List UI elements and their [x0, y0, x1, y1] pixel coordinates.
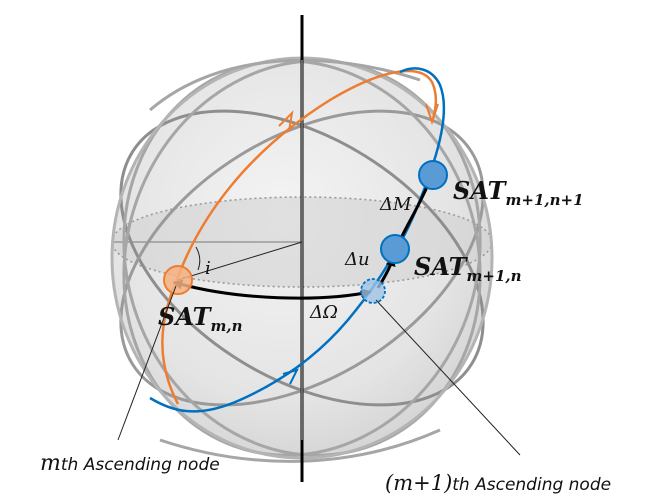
inclination-label: i — [205, 258, 211, 279]
inclination-arc — [195, 246, 201, 271]
orbit-blue-arrowhead — [282, 368, 299, 385]
node-m-label: mth Ascending node — [40, 451, 220, 476]
sat-m1-n1-label: SATm+1,n+1 — [453, 176, 584, 209]
sat-m1-n1 — [418, 160, 448, 190]
orbit-orange-end-arrow — [425, 103, 439, 126]
sat-m-n-label: SATm,n — [158, 302, 243, 335]
delta-m-label: ΔM — [379, 194, 412, 215]
orbit-orange-arrowhead — [278, 110, 294, 132]
inclination-line — [177, 241, 303, 281]
node-m1-label: (m+1)th Ascending node — [385, 471, 611, 495]
sat-m1-n — [380, 234, 410, 264]
callout-line-m — [117, 285, 177, 441]
delta-raan-arrow — [172, 279, 372, 300]
delta-raan-label: ΔΩ — [309, 302, 338, 323]
sat-m-n — [163, 265, 193, 295]
callout-line-m1 — [375, 299, 521, 456]
sat-m1-n-node — [360, 278, 386, 304]
delta-u-label: Δu — [344, 249, 370, 270]
orbit-blue — [149, 67, 446, 413]
sat-m1-n-label: SATm+1,n — [414, 252, 522, 285]
orbit-orange — [161, 69, 437, 405]
